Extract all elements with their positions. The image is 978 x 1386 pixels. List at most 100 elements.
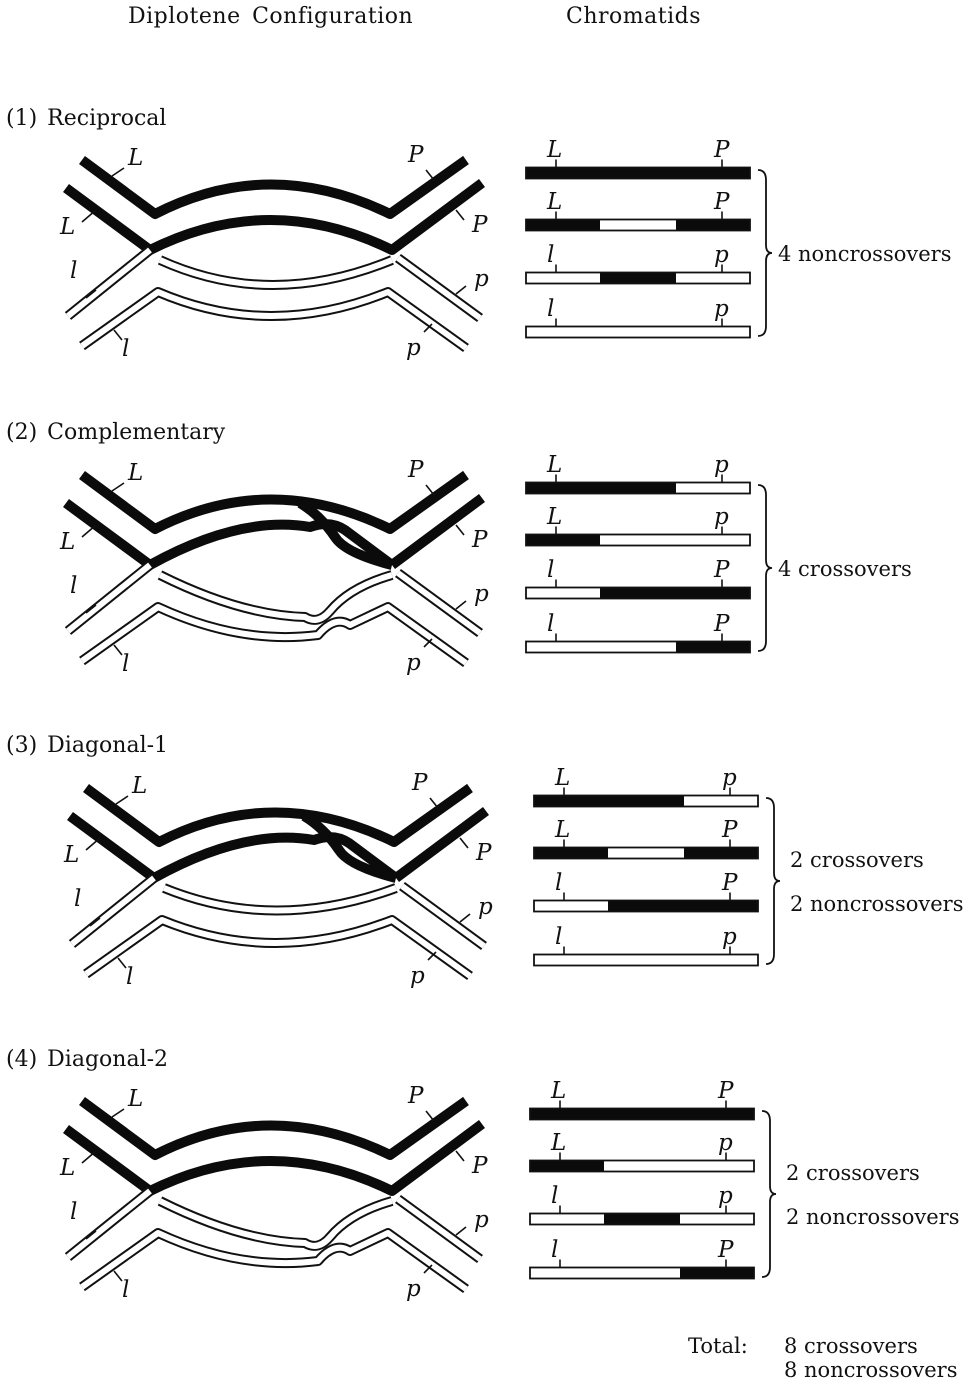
locus-label-left: L [554,765,570,791]
chromatid-segment [680,1267,754,1279]
label-lower-l: l [122,336,129,362]
locus-label-left: L [546,137,562,163]
tick-upper-L [111,482,125,492]
locus-label-right: p [714,452,729,478]
chromatid-segment [676,272,750,284]
tick-upper-P [425,1110,435,1122]
tick-upper-L [111,167,125,177]
total-noncrossovers: 8 noncrossovers [784,1358,958,1382]
chromatid-outline [529,1266,755,1280]
label-lower-l: l [122,651,129,677]
tick-lower-p [423,1264,433,1274]
tick-lower-p [423,323,433,333]
label-lower-l: l [122,1277,129,1303]
label-upper-P: P [407,142,424,168]
light-right-arm-1-core [396,570,482,636]
locus-label-left: L [546,452,562,478]
section-number: (3) [6,733,38,758]
locus-label-left: l [547,611,554,637]
dark-exchange-arm [301,811,398,883]
label-lower-l: l [126,964,133,990]
tick-lower-l [113,1270,123,1282]
label-upper-p: p [474,1207,489,1233]
chromatid-segment [526,534,600,546]
section-title-4: (4)Diagonal-2 [6,1047,168,1072]
dark-chromatid-2 [63,1119,485,1196]
light-left-arm-1-core [70,875,156,947]
chromatid-outline [533,794,759,808]
locus-label-left: l [551,1237,558,1263]
locus-label-right: P [713,137,730,163]
locus-label-left: L [546,189,562,215]
dark-chromatid-1 [79,470,469,534]
chromatid-outline [533,953,759,967]
locus-label-left: l [555,870,562,896]
locus-label-right: P [721,870,738,896]
chromatid-segment [534,795,608,807]
chromatid-outline [533,846,759,860]
total-values: 8 crossovers 8 noncrossovers [784,1334,957,1382]
dark-chromatid-2b [393,806,489,883]
chromatid-segment [600,587,676,599]
tick-upper-p [455,600,467,610]
locus-label-right: P [717,1078,734,1104]
result-text: 4 crossovers [778,557,912,581]
tick-upper-l [85,1230,97,1240]
label-lower-P: P [471,212,488,238]
brace [761,1110,777,1278]
label-lower-L: L [59,214,75,240]
tick-upper-p [455,1226,467,1236]
dark-chromatid-1 [79,155,469,219]
dark-chromatid-1 [83,783,473,847]
locus-label-right: P [713,557,730,583]
chromatid-segment [600,641,676,653]
chromatid-outline [525,271,751,285]
light-chromatid-2-core [80,604,468,666]
brace [757,169,773,337]
chromatid-segment [526,641,600,653]
label-lower-L: L [59,529,75,555]
chromatid-segment [530,1160,604,1172]
chromatid-segment [526,587,600,599]
chromatid-segment [534,954,608,966]
chromatid-segment [530,1108,604,1120]
label-lower-P: P [471,527,488,553]
label-lower-P: P [471,1153,488,1179]
label-upper-L: L [127,145,143,171]
chromatid-outline [525,218,751,232]
tick-lower-l [113,644,123,656]
label-lower-p: p [410,963,425,989]
label-upper-l: l [70,1199,77,1225]
dark-chromatid-1 [79,1096,469,1160]
tick-lower-P [455,209,465,221]
label-upper-l: l [74,886,81,912]
tick-upper-p [459,913,471,923]
chromatid-segment [600,167,676,179]
tick-lower-P [459,837,469,849]
label-lower-L: L [59,1155,75,1181]
locus-label-left: L [546,504,562,530]
chromatid-segment [600,219,676,231]
light-chromatid-1-core [158,1198,393,1249]
tick-lower-L [81,524,97,538]
dark-chromatid-2a [67,811,399,883]
chromatid-outline [525,586,751,600]
dark-chromatid-2b [389,493,485,570]
chromatid-segment [526,326,600,338]
locus-label-right: P [713,189,730,215]
locus-label-right: p [714,504,729,530]
locus-label-left: l [551,1183,558,1209]
locus-label-right: p [714,242,729,268]
light-chromatid-1-core [162,885,398,914]
